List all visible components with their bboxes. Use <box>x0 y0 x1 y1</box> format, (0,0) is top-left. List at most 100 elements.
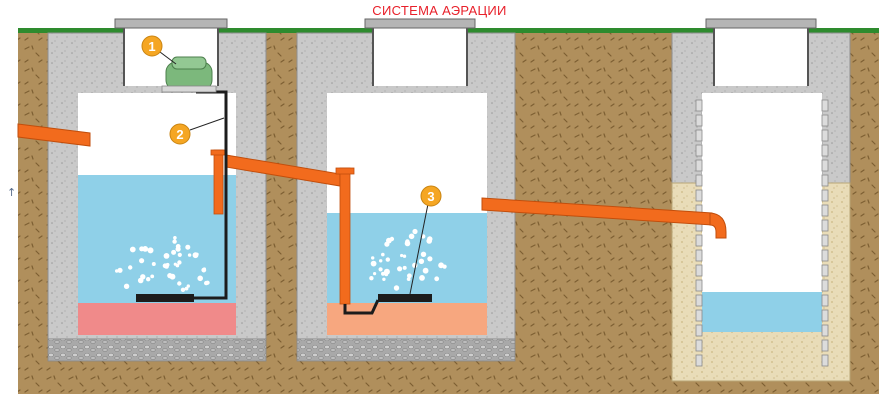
inlet-pipe-icon <box>17 123 91 147</box>
air-bubble <box>393 285 400 291</box>
well-ring-segment <box>821 234 829 247</box>
well-ring-segment <box>821 294 829 307</box>
air-bubble <box>128 265 133 270</box>
air-bubble <box>412 262 418 268</box>
marker-1-label: 1 <box>148 39 155 54</box>
marker-2-leader <box>189 117 225 131</box>
air-bubble <box>151 262 156 266</box>
air-bubble <box>175 246 181 252</box>
tank-2 <box>296 18 516 362</box>
tank-1-water <box>78 175 236 305</box>
air-bubble <box>402 265 407 270</box>
well-ring-segment <box>821 204 829 217</box>
air-bubble <box>402 254 407 258</box>
well-ring-segment <box>821 354 829 367</box>
well-ring-segment <box>695 294 703 307</box>
air-bubble <box>140 274 146 280</box>
well-ring-segment <box>695 144 703 157</box>
tank-2-base-gravel <box>296 338 516 362</box>
marker-3: 3 <box>420 185 442 207</box>
air-bubble <box>384 241 390 247</box>
filtration-well <box>671 18 851 382</box>
tank-2-hatch-rim <box>364 18 476 29</box>
tank-1-sludge <box>78 303 236 335</box>
air-bubble <box>147 247 154 254</box>
tank-2-riser-pipe <box>339 167 351 305</box>
well-ring-segment <box>821 99 829 112</box>
air-bubble <box>371 256 375 260</box>
air-bubble <box>383 268 390 275</box>
air-bubble <box>420 251 427 257</box>
well-ring-segment <box>695 159 703 172</box>
well-ring-segment <box>821 114 829 127</box>
outlet-elbow <box>709 212 727 239</box>
air-bubble <box>139 246 145 252</box>
air-bubble <box>129 246 136 253</box>
well-ring-segment <box>695 114 703 127</box>
air-bubble <box>379 259 383 263</box>
well-perforated-rings <box>695 99 829 367</box>
air-bubble <box>139 258 145 264</box>
well-ring-segment <box>695 324 703 337</box>
air-bubble <box>185 244 191 250</box>
air-bubble <box>418 258 425 264</box>
air-bubble <box>177 281 182 286</box>
air-bubble <box>146 277 151 282</box>
marker-1: 1 <box>141 35 163 57</box>
air-bubble <box>163 253 170 259</box>
diagram-title: СИСТЕМА АЭРАЦИИ <box>372 3 507 18</box>
marker-3-label: 3 <box>427 189 434 204</box>
well-ring-segment <box>821 189 829 202</box>
aerator-icon <box>136 294 194 302</box>
well-ring-segment <box>821 279 829 292</box>
tank-2-sludge <box>327 303 487 335</box>
air-bubble <box>400 253 404 258</box>
well-ring-segment <box>821 144 829 157</box>
well-ring-segment <box>695 249 703 262</box>
air-bubble <box>177 260 182 265</box>
air-bubble <box>369 276 374 281</box>
well-ring-segment <box>821 324 829 337</box>
air-bubble <box>186 284 190 288</box>
air-bubble <box>427 256 433 262</box>
well-ring-segment <box>821 159 829 172</box>
tank-2-air-line <box>343 299 380 315</box>
air-bubble <box>405 239 410 244</box>
air-bubble <box>373 272 377 276</box>
air-bubble <box>167 273 173 279</box>
pipes <box>17 123 727 305</box>
air-bubble <box>370 260 377 267</box>
air-bubble <box>442 264 447 269</box>
well-ring-segment <box>695 264 703 277</box>
tank-2-aerator <box>378 294 432 302</box>
air-bubble <box>184 286 189 291</box>
well-ring-segment <box>695 99 703 112</box>
well-ring-segment <box>821 264 829 277</box>
compressor-icon <box>161 56 217 93</box>
air-bubble <box>195 252 199 256</box>
well-ring-segment <box>695 189 703 202</box>
air-bubble <box>173 236 177 240</box>
tank-1 <box>47 18 267 362</box>
air-bubble <box>177 252 182 257</box>
air-bubble <box>389 236 395 242</box>
well-ring-segment <box>695 129 703 142</box>
air-bubble <box>171 249 177 255</box>
air-bubble <box>381 252 385 257</box>
air-bubble <box>412 228 418 235</box>
air-bubbles-icon <box>115 236 210 292</box>
air-bubble <box>408 233 415 240</box>
air-bubble <box>419 275 425 281</box>
air-bubble <box>180 287 186 292</box>
well-ring-segment <box>695 354 703 367</box>
tank-2-neck-opening <box>373 28 467 86</box>
air-bubble <box>175 263 180 268</box>
air-bubble <box>117 267 123 273</box>
air-bubble <box>150 274 155 279</box>
air-bubble <box>201 267 207 273</box>
air-bubble <box>172 239 177 244</box>
air-bubble <box>382 277 386 281</box>
air-bubble <box>165 262 170 267</box>
